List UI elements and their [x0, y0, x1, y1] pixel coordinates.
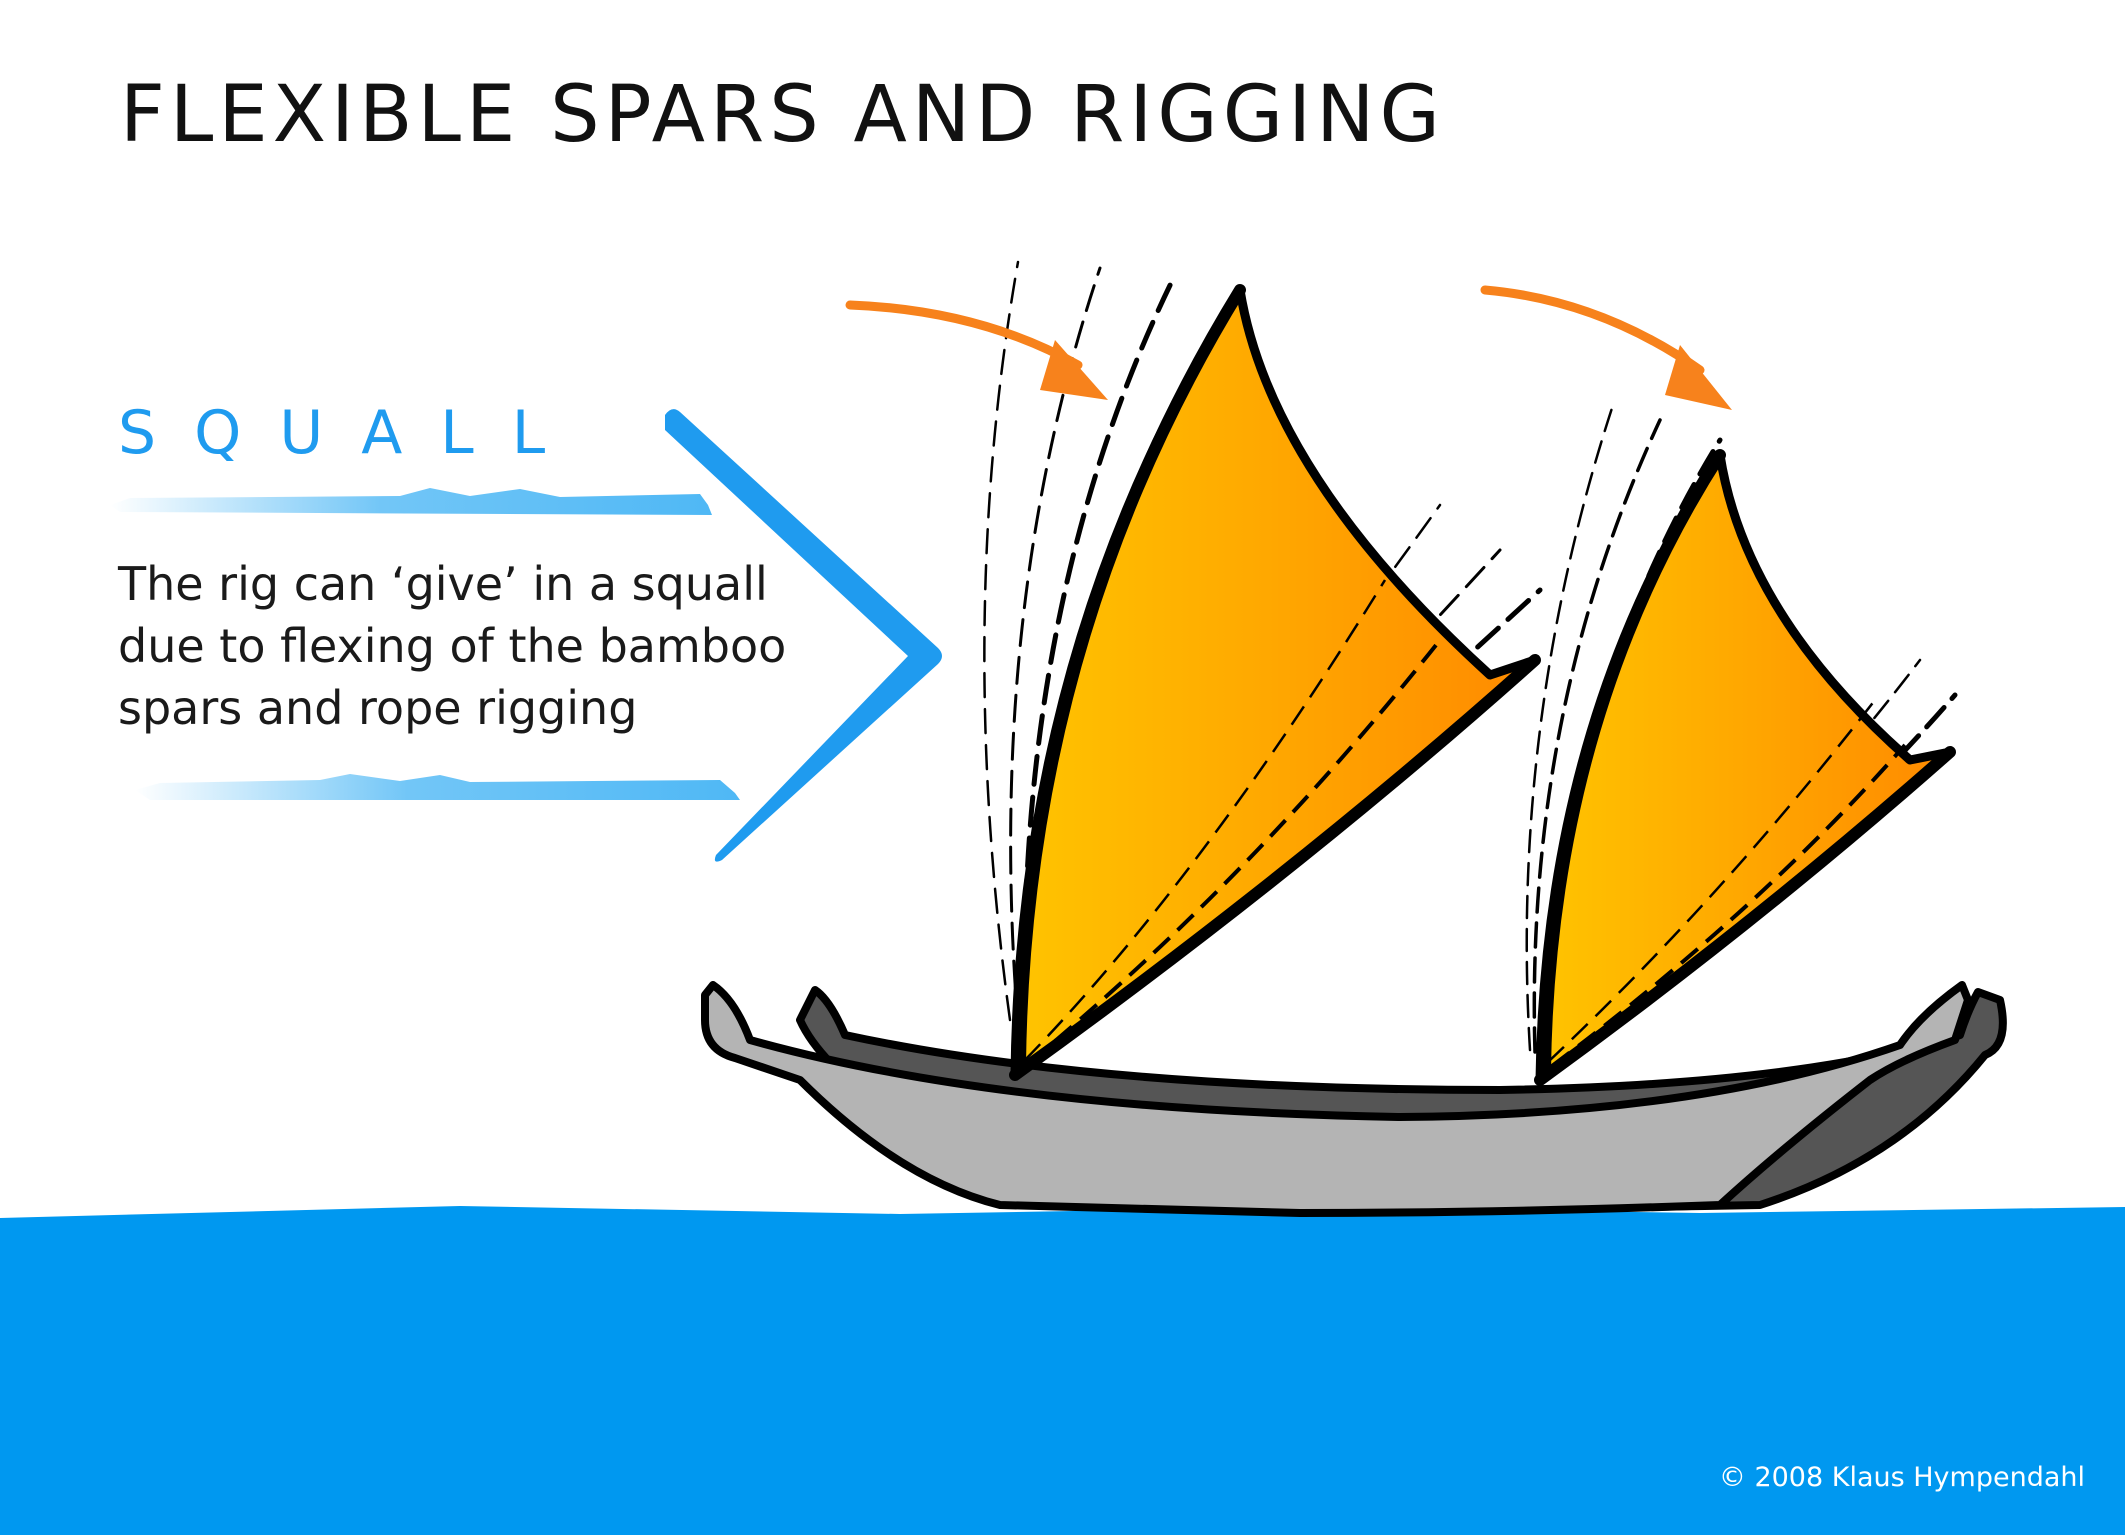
- rear-rig-motion-arrow: [1480, 285, 1732, 410]
- description-line: due to flexing of the bamboo: [118, 619, 787, 673]
- sea-water: [0, 1206, 2125, 1535]
- front-rig-motion-arrow: [845, 300, 1108, 400]
- description-line: spars and rope rigging: [118, 681, 638, 735]
- page-title: FLEXIBLE SPARS AND RIGGING: [120, 70, 1445, 160]
- squall-label: SQUALL: [118, 398, 584, 468]
- front-mast: [1014, 284, 1246, 1071]
- squall-description: The rig can ‘give’ in a squall due to fl…: [118, 553, 787, 739]
- front-sail: [1010, 285, 1540, 1080]
- copyright-notice: © 2008 Klaus Hympendahl: [1718, 1462, 2085, 1493]
- squall-chevron-arrow: [665, 409, 942, 862]
- front-sail-boom: [1009, 654, 1541, 1081]
- description-line: The rig can ‘give’ in a squall: [118, 557, 768, 611]
- hull-deck-line: [749, 1037, 1901, 1121]
- rear-sail-boom: [1534, 746, 1956, 1086]
- front-sail-reef-lines: [1024, 579, 1442, 1064]
- wind-streak-lower: [135, 774, 740, 800]
- wind-streak-upper: [110, 488, 712, 515]
- rear-sail-reef-lines: [1547, 699, 1907, 1068]
- rear-sail: [1535, 450, 1955, 1085]
- rear-mast: [1539, 449, 1726, 1076]
